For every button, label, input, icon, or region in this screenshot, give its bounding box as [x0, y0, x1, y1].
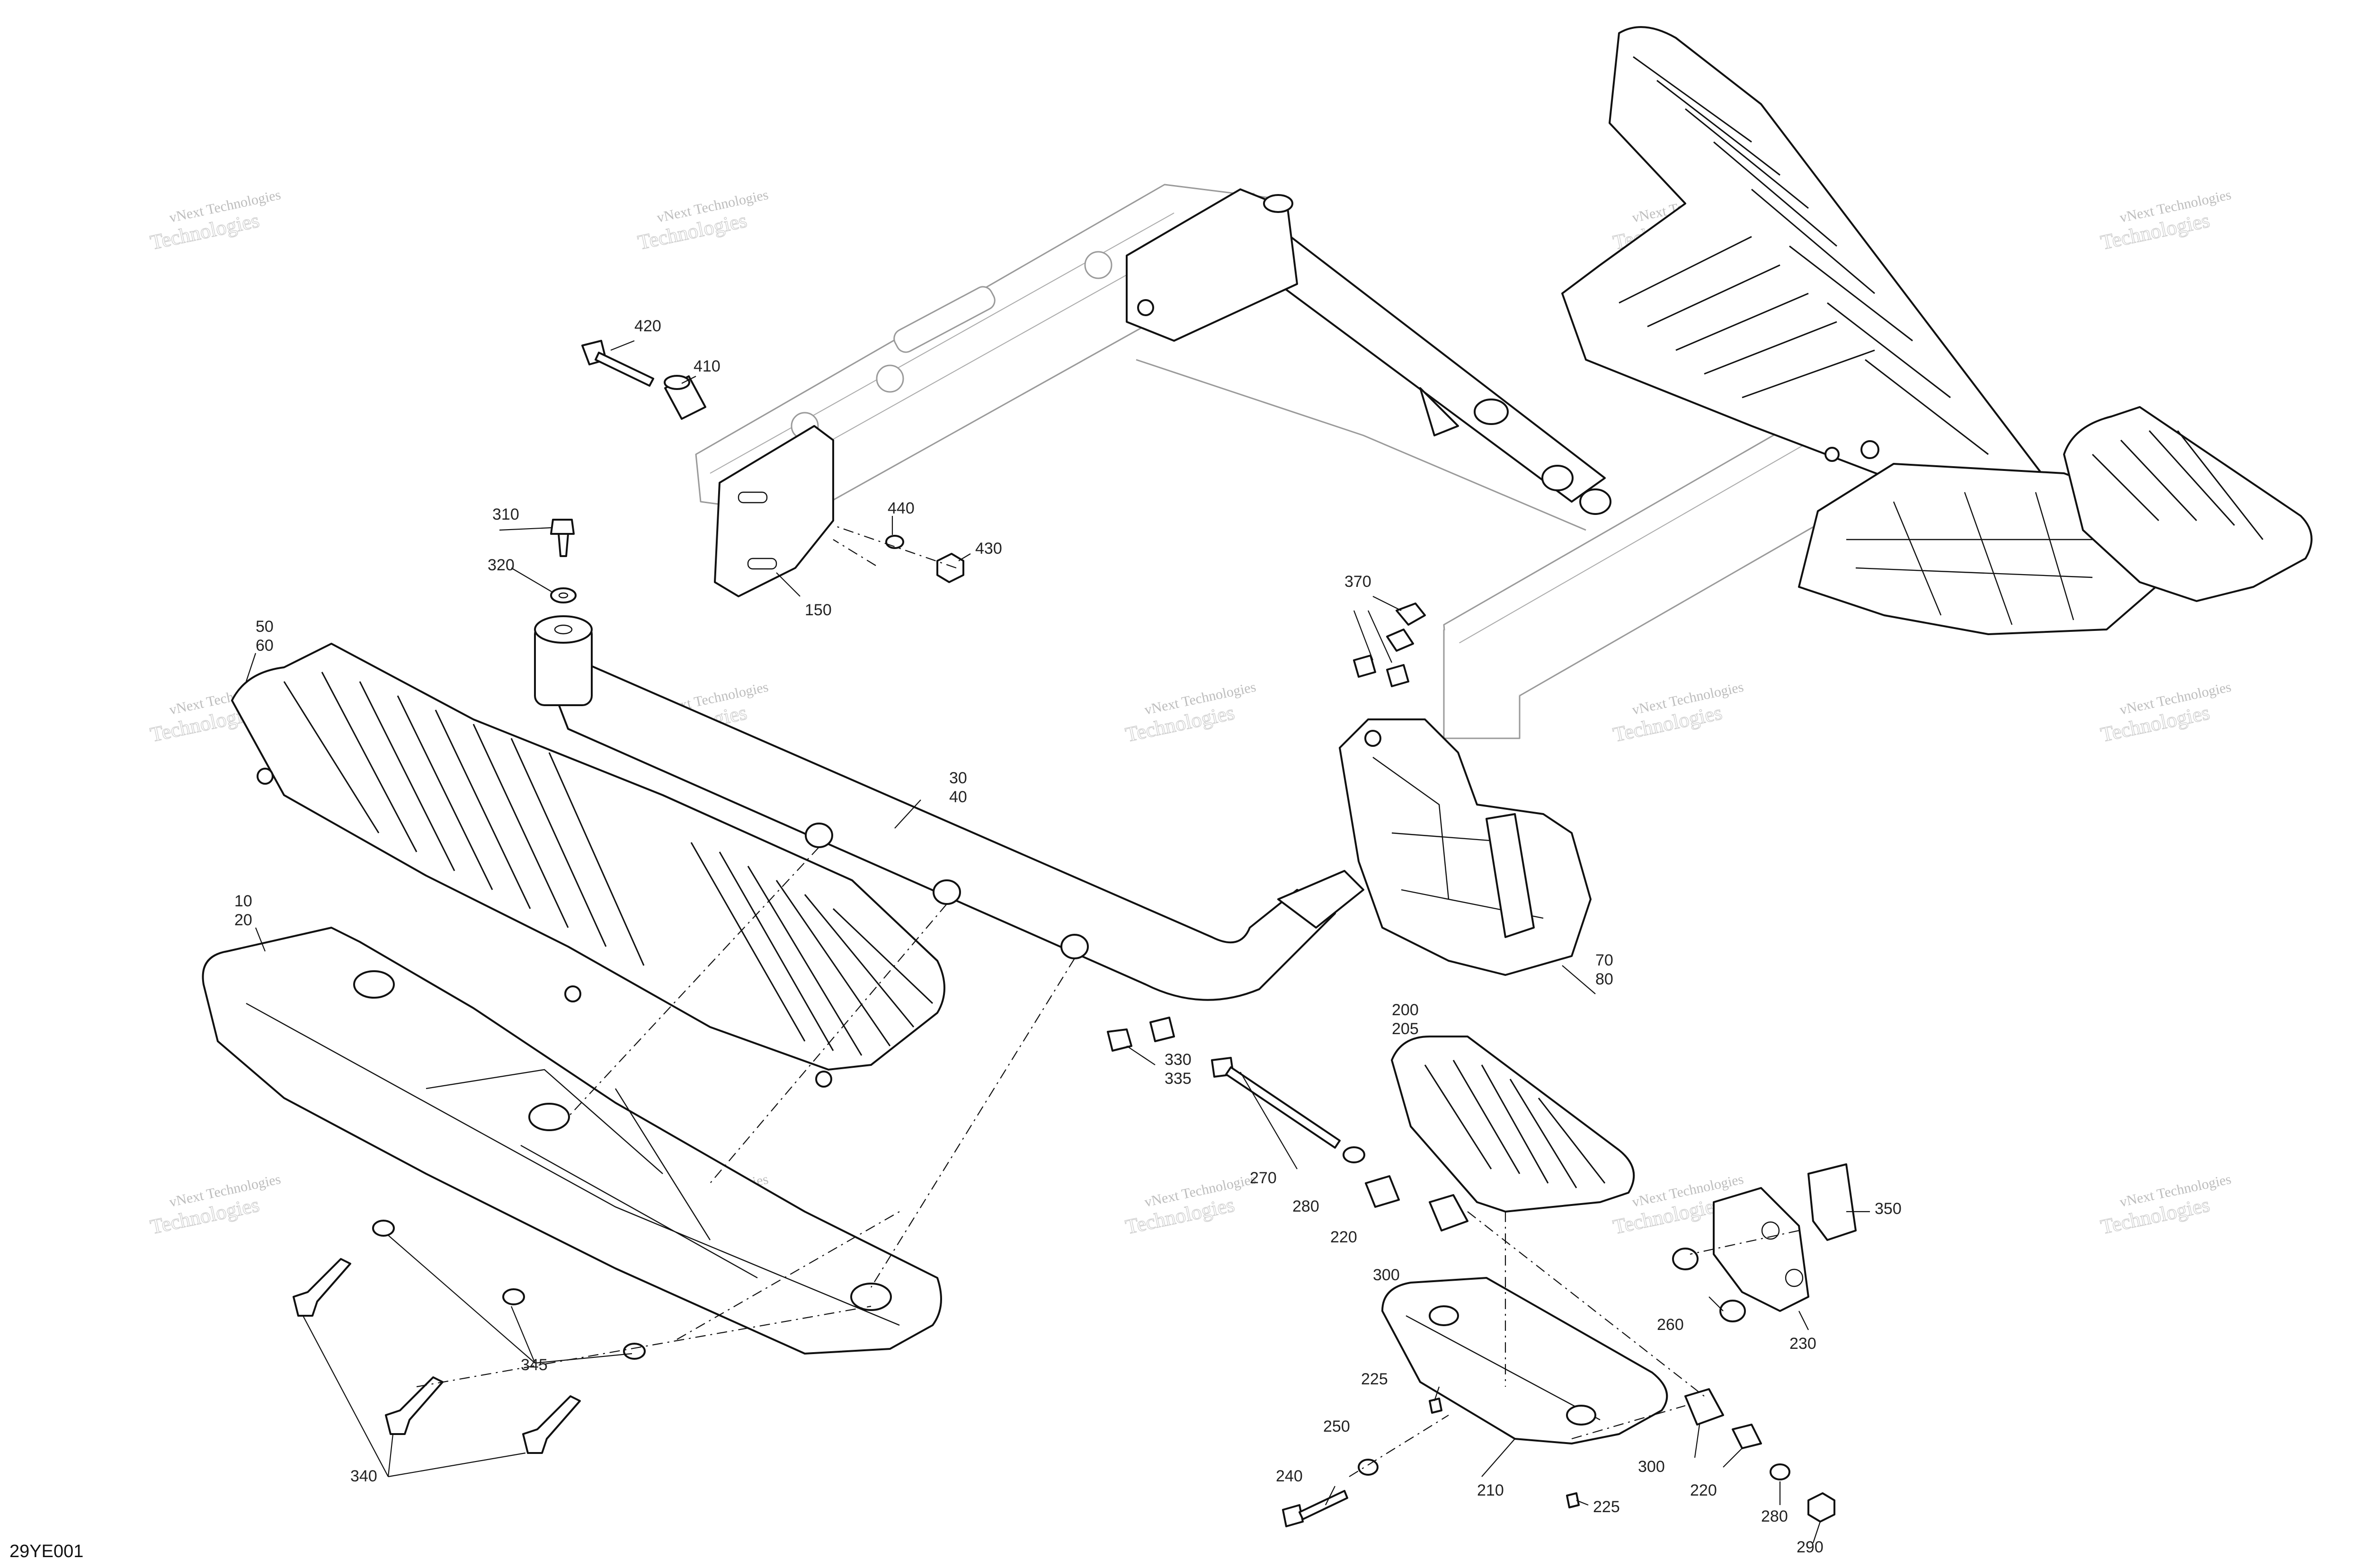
callout-280-upper: 280 [1292, 1197, 1319, 1215]
callout-410: 410 [694, 357, 721, 375]
callout-370: 370 [1344, 573, 1371, 591]
callout-330: 330 [1165, 1051, 1192, 1069]
callout-30: 30 [949, 769, 967, 787]
nut-290 [1807, 1492, 1835, 1523]
callout-70: 70 [1595, 951, 1613, 969]
spacer-410 [664, 375, 706, 420]
callout-345: 345 [521, 1356, 548, 1374]
bolt-310 [550, 519, 575, 557]
callout-225-lower: 225 [1593, 1498, 1620, 1516]
washer-250 [1358, 1459, 1379, 1476]
callout-20: 20 [234, 911, 252, 929]
callout-210: 210 [1477, 1481, 1504, 1499]
decal-350 [1807, 1163, 1857, 1241]
callout-50: 50 [256, 618, 274, 636]
bumper-260 [1672, 1248, 1746, 1322]
bushing-300a [1429, 1194, 1468, 1231]
hanger-bracket-150 [714, 425, 834, 597]
bolt-240 [1282, 1490, 1348, 1527]
callout-430: 430 [975, 540, 1002, 558]
callout-150: 150 [805, 601, 832, 619]
upper-footrest-assembly [1126, 26, 2313, 635]
callout-420: 420 [634, 317, 661, 335]
callout-300-upper: 300 [1373, 1266, 1400, 1284]
bolt-420 [581, 340, 654, 387]
callout-225-upper: 225 [1361, 1370, 1388, 1388]
callout-280-lower: 280 [1761, 1507, 1788, 1525]
bushing-220b [1732, 1424, 1762, 1449]
washer-280a [1343, 1146, 1365, 1163]
screw-225 [1429, 1398, 1580, 1508]
callout-335: 335 [1165, 1070, 1192, 1088]
callout-250: 250 [1323, 1417, 1350, 1435]
washer-280b [1770, 1463, 1790, 1480]
callout-205: 205 [1392, 1020, 1419, 1038]
washer-320 [550, 587, 577, 603]
footboard-base-10-20 [202, 927, 942, 1355]
diagram-reference-code: 29YE001 [9, 1541, 83, 1561]
passenger-pad-200-205 [1391, 1036, 1635, 1213]
callout-10: 10 [234, 892, 252, 910]
callout-40: 40 [949, 788, 967, 806]
bushing-300b [1684, 1388, 1724, 1426]
nut-430 [936, 553, 964, 583]
dashed-assembly-lines [416, 524, 1799, 1477]
callout-60: 60 [256, 637, 274, 655]
callout-300-lower: 300 [1638, 1458, 1665, 1476]
washer-440 [885, 535, 904, 549]
bolts-340 [293, 1258, 581, 1454]
callout-220-lower: 220 [1690, 1481, 1717, 1499]
callout-80: 80 [1595, 970, 1613, 988]
passenger-base-210 [1381, 1277, 1668, 1444]
bolts-370 [1353, 602, 1426, 687]
callout-220-upper: 220 [1330, 1228, 1357, 1246]
bracket-230 [1713, 1187, 1809, 1312]
washers-345 [372, 1220, 646, 1360]
callout-340: 340 [350, 1467, 377, 1485]
callout-260: 260 [1657, 1316, 1684, 1334]
callout-290: 290 [1797, 1538, 1824, 1556]
leader-lines [245, 340, 1870, 1543]
bolt-270 [1211, 1057, 1341, 1149]
callout-320: 320 [488, 556, 515, 574]
callout-240: 240 [1276, 1467, 1303, 1485]
callout-350: 350 [1875, 1200, 1902, 1218]
footboard-pad-50-60 [231, 643, 945, 1088]
bolt-330-335 [1107, 1017, 1175, 1052]
callout-labels: 420 410 440 430 310 320 150 50 60 30 40 … [234, 317, 1902, 1556]
callout-440: 440 [888, 499, 915, 517]
callout-200: 200 [1392, 1001, 1419, 1019]
callout-310: 310 [492, 505, 519, 523]
callout-270: 270 [1250, 1169, 1277, 1187]
bracket-70-80 [1339, 718, 1592, 976]
footrest-tube-30-40 [534, 615, 1364, 1001]
callout-230: 230 [1789, 1335, 1816, 1353]
bushing-220a [1365, 1175, 1400, 1208]
